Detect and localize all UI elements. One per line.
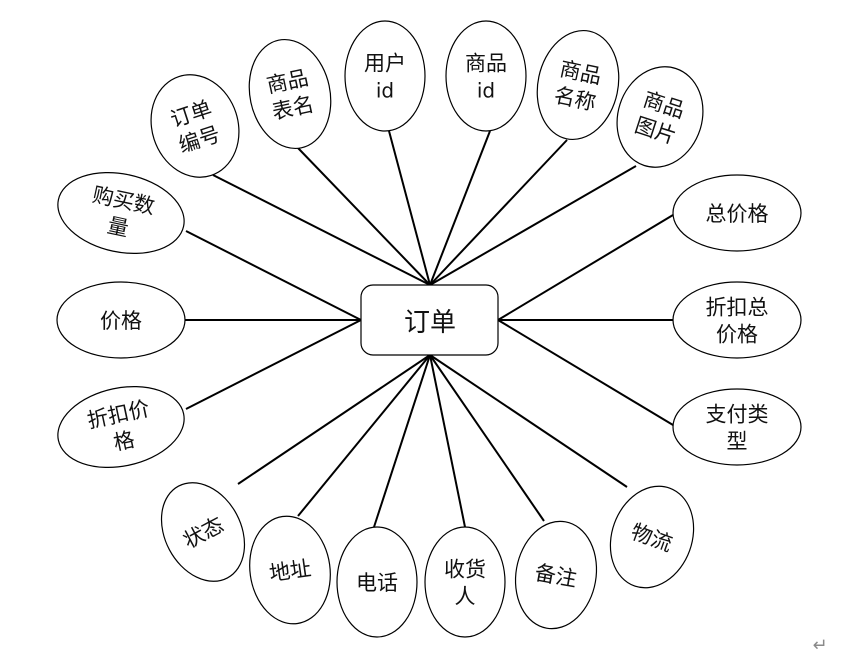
attribute-price: 价格 xyxy=(56,281,186,359)
attribute-product-id: 商品 id xyxy=(445,20,527,132)
edge-payment-type xyxy=(497,319,674,426)
attribute-ellipse-order-number xyxy=(150,74,240,178)
edges-group xyxy=(185,130,674,528)
attribute-ellipse-phone xyxy=(336,526,418,638)
attribute-label-discount-total-price-line-1: 折扣总 xyxy=(706,296,769,320)
attribute-label-product-id-line-2: id xyxy=(477,79,495,103)
attribute-status: 状态 xyxy=(160,482,246,582)
attribute-ellipse-recipient xyxy=(424,526,506,638)
attribute-label-recipient-line-2: 人 xyxy=(455,585,476,609)
edge-address xyxy=(297,354,431,517)
attribute-phone: 电话 xyxy=(336,526,418,638)
attribute-ellipse-purchase-quantity xyxy=(57,171,185,255)
attribute-ellipse-payment-type xyxy=(672,388,802,466)
edge-product-name xyxy=(429,139,568,286)
edge-remark xyxy=(429,354,545,522)
attribute-address: 地址 xyxy=(249,515,331,625)
attribute-ellipse-discount-total-price xyxy=(672,281,802,359)
attribute-label-product-id-line-1: 商品 xyxy=(465,52,507,76)
edge-recipient xyxy=(429,354,466,528)
edge-status xyxy=(237,354,431,485)
edge-product-table-name xyxy=(297,147,431,286)
entity-box-order xyxy=(360,284,499,356)
attribute-label-payment-type-line-2: 型 xyxy=(727,430,748,454)
edge-discount-price xyxy=(185,319,362,410)
attribute-label-payment-type-line-1: 支付类 xyxy=(706,403,769,427)
attribute-remark: 备注 xyxy=(514,520,598,630)
paragraph-mark: ↵ xyxy=(812,635,827,656)
attribute-ellipse-discount-price xyxy=(57,385,185,469)
attribute-label-discount-total-price-line-2: 价格 xyxy=(716,323,758,347)
edge-user-id xyxy=(388,130,431,286)
attribute-ellipse-address xyxy=(249,515,331,625)
attribute-total-price: 总价格 xyxy=(672,174,802,252)
attribute-label-discount-price-line-2: 格 xyxy=(111,427,137,455)
attribute-label-address-line-1: 地址 xyxy=(268,556,313,586)
attribute-label-user-id-line-1: 用户 xyxy=(364,52,406,76)
attribute-ellipse-user-id xyxy=(344,20,426,132)
attribute-ellipse-product-image xyxy=(616,66,704,168)
entity-label-order: 订单 xyxy=(404,308,456,338)
attribute-label-total-price-line-1: 总价格 xyxy=(706,202,769,226)
attribute-ellipse-status xyxy=(160,482,246,582)
attribute-ellipse-remark xyxy=(514,520,598,630)
edge-product-image xyxy=(429,165,637,286)
attribute-ellipse-logistics xyxy=(609,485,695,589)
edge-phone xyxy=(373,354,431,528)
nodes-group: 订单编号商品表名 用户 id 商品 id 商品名称商品图片购买数量价格折扣价格状态地址电话… xyxy=(56,20,802,638)
edge-product-id xyxy=(429,130,491,286)
edge-logistics xyxy=(429,354,628,488)
attribute-recipient: 收货人 xyxy=(424,526,506,638)
edge-order-number xyxy=(212,174,431,286)
edge-purchase-quantity xyxy=(185,230,362,321)
attribute-user-id: 用户 id xyxy=(344,20,426,132)
attribute-ellipse-product-table-name xyxy=(248,38,332,150)
attribute-ellipse-product-name xyxy=(536,29,620,141)
attribute-label-phone-line-1: 电话 xyxy=(356,571,398,595)
edge-total-price xyxy=(497,214,674,321)
attribute-ellipse-price xyxy=(56,281,186,359)
attribute-label-price-line-1: 价格 xyxy=(100,309,142,333)
attribute-label-purchase-quantity-line-2: 量 xyxy=(105,213,131,241)
attribute-ellipse-total-price xyxy=(672,174,802,252)
attribute-label-recipient-line-1: 收货 xyxy=(444,558,486,582)
attribute-logistics: 物流 xyxy=(609,485,695,589)
attribute-ellipse-product-id xyxy=(445,20,527,132)
attribute-label-user-id-line-2: id xyxy=(376,79,394,103)
